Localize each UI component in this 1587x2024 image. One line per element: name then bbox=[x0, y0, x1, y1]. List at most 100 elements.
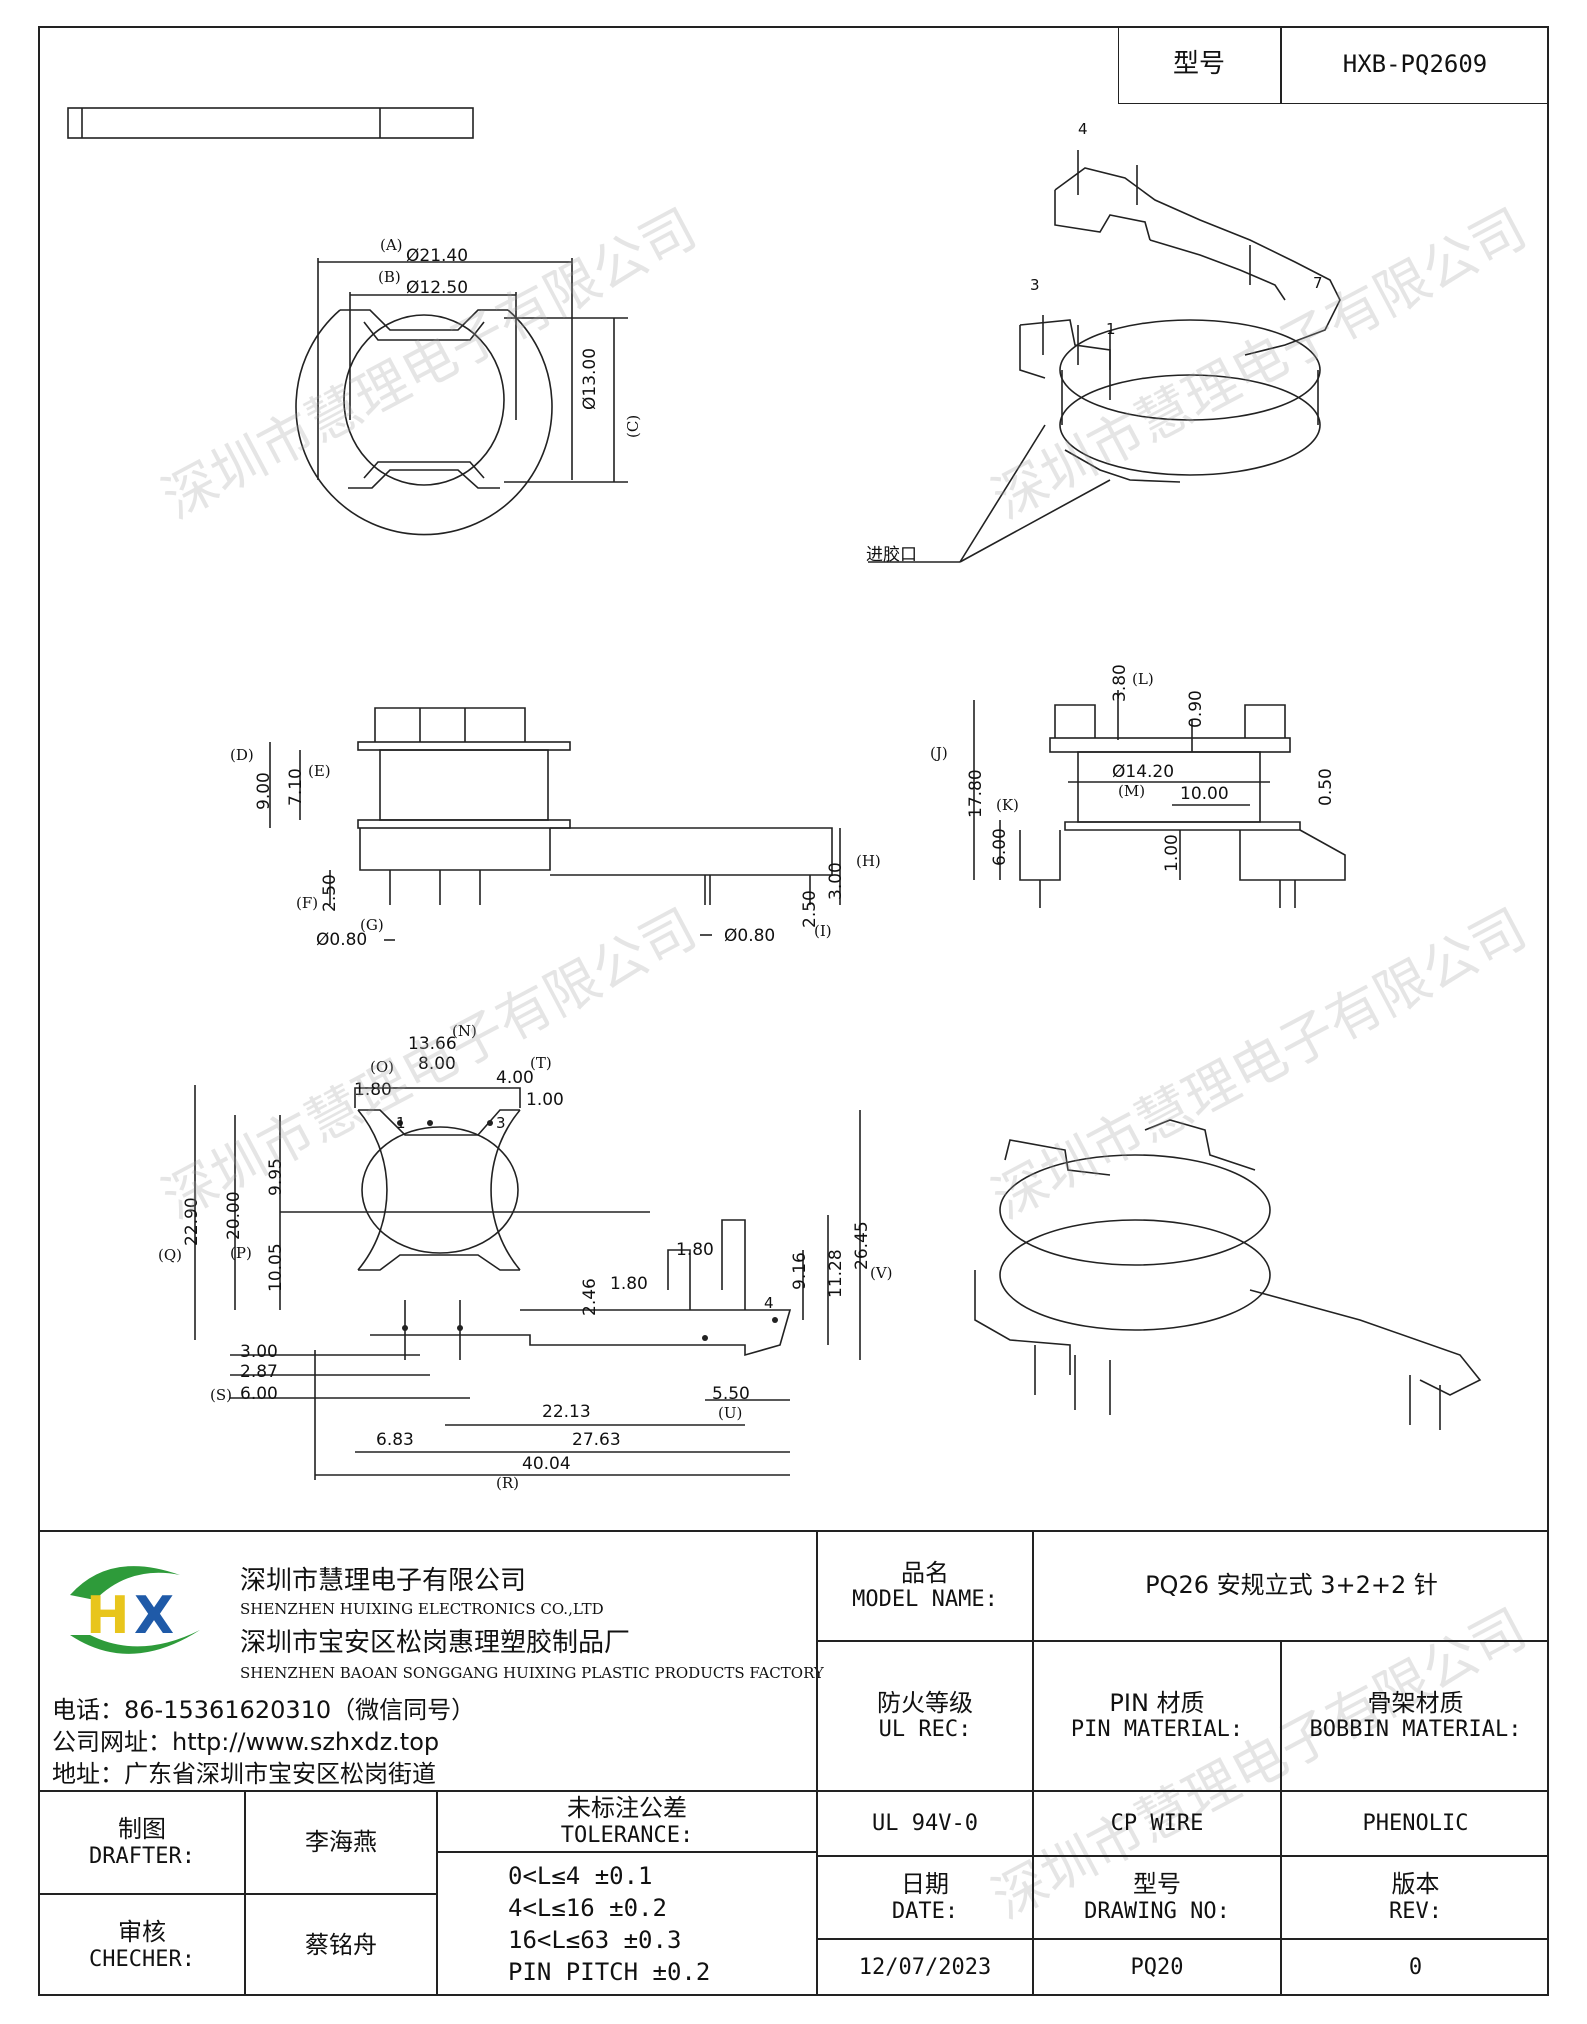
company-phone: 电话：86-15361620310（微信同号） bbox=[52, 1696, 476, 1724]
dim-n-ref: (N) bbox=[452, 1022, 477, 1040]
model-name-value: PQ26 安规立式 3+2+2 针 bbox=[1145, 1571, 1438, 1600]
grid-line bbox=[816, 1530, 818, 1996]
dim-550-value: 5.50 bbox=[712, 1384, 750, 1404]
pin-material-cn: PIN 材质 bbox=[1109, 1688, 1205, 1717]
dim-b-ref: (B) bbox=[378, 268, 401, 286]
grid-line bbox=[38, 1790, 1549, 1792]
dim-100b-value: 1.00 bbox=[526, 1090, 564, 1110]
type-box bbox=[1118, 26, 1549, 104]
iso-pin-1: 1 bbox=[1106, 320, 1116, 338]
tolerance-cn: 未标注公差 bbox=[567, 1794, 687, 1823]
dim-b-value: Ø12.50 bbox=[406, 278, 469, 298]
dim-p-value: 20.00 bbox=[224, 1191, 244, 1240]
factory-name-cn: 深圳市宝安区松岗惠理塑胶制品厂 bbox=[240, 1628, 631, 1658]
date-en: DATE: bbox=[891, 1898, 959, 1924]
dim-c-ref: (C) bbox=[624, 414, 642, 438]
dim-r-value: 40.04 bbox=[522, 1454, 571, 1474]
iso-pin-3: 3 bbox=[1030, 276, 1040, 294]
pin-diameter-value: Ø0.80 bbox=[724, 926, 776, 946]
dim-q-ref: (Q) bbox=[158, 1246, 183, 1264]
dim-995-value: 9.95 bbox=[266, 1158, 286, 1196]
dim-050-value: 0.50 bbox=[1316, 768, 1336, 806]
svg-text:X: X bbox=[134, 1586, 174, 1646]
tolerance-line: PIN PITCH ±0.2 bbox=[508, 1958, 711, 1986]
dim-r-ref: (R) bbox=[496, 1474, 519, 1492]
drafter-en: DRAFTER: bbox=[89, 1843, 195, 1869]
iso-top-bobbin bbox=[959, 150, 1341, 563]
pin-material-en: PIN MATERIAL: bbox=[1070, 1717, 1244, 1743]
dim-l-value: 3.80 bbox=[1110, 664, 1130, 702]
drawing-no-en: DRAWING NO: bbox=[1084, 1898, 1230, 1924]
pin-material-label: PIN 材质 PIN MATERIAL: bbox=[1034, 1642, 1280, 1790]
checker-cn: 审核 bbox=[118, 1918, 166, 1947]
tolerance-label: 未标注公差 TOLERANCE: bbox=[438, 1792, 816, 1851]
checker-en: CHECHER: bbox=[89, 1946, 195, 1972]
type-label: 型号 bbox=[1172, 49, 1225, 80]
ul-rec-cn: 防火等级 bbox=[877, 1688, 973, 1717]
company-name-cn: 深圳市慧理电子有限公司 bbox=[240, 1566, 527, 1596]
dim-180a-value: 1.80 bbox=[354, 1080, 392, 1100]
grid-line bbox=[816, 1938, 1549, 1940]
model-name-label: 品名 MODEL NAME: bbox=[818, 1532, 1032, 1640]
drawing-no-cn: 型号 bbox=[1133, 1870, 1181, 1899]
model-name-en: MODEL NAME: bbox=[852, 1587, 998, 1613]
dim-d-value: 9.00 bbox=[254, 772, 274, 810]
company-name-en: SHENZHEN HUIXING ELECTRONICS CO.,LTD bbox=[240, 1600, 604, 1618]
dim-683-value: 6.83 bbox=[376, 1430, 414, 1450]
dim-o-ref: (O) bbox=[370, 1058, 395, 1076]
drafter-value: 李海燕 bbox=[305, 1827, 377, 1856]
grid-line bbox=[244, 1790, 246, 1996]
dim-2763-value: 27.63 bbox=[572, 1430, 621, 1450]
iso-bottom-bobbin bbox=[974, 1119, 1482, 1430]
dim-s-value: 6.00 bbox=[240, 1384, 278, 1404]
dim-k-ref: (K) bbox=[996, 796, 1019, 814]
bottom-view bbox=[354, 1087, 792, 1360]
bobbin-material-label: 骨架材质 BOBBIN MATERIAL: bbox=[1282, 1642, 1549, 1790]
dim-2213-value: 22.13 bbox=[542, 1402, 591, 1422]
rev-value: 0 bbox=[1408, 1955, 1423, 1981]
dim-t-ref: (T) bbox=[530, 1054, 552, 1072]
dim-100-value: 1.00 bbox=[1162, 834, 1182, 872]
dim-m-value: Ø14.20 bbox=[1112, 762, 1175, 782]
dim-e-value: 7.10 bbox=[286, 768, 306, 806]
dim-g-ref: (G) bbox=[360, 916, 384, 934]
dim-h-value: 3.00 bbox=[826, 862, 846, 900]
bobbin-material-en: BOBBIN MATERIAL: bbox=[1309, 1717, 1522, 1743]
tolerance-en: TOLERANCE: bbox=[560, 1822, 694, 1848]
iso-pin-7: 7 bbox=[1313, 274, 1323, 292]
dim-s-ref: (S) bbox=[210, 1386, 232, 1404]
drafter-label: 制图 DRAFTER: bbox=[40, 1792, 244, 1893]
grid-line bbox=[38, 1893, 436, 1895]
dim-u-ref: (U) bbox=[718, 1404, 743, 1422]
dim-300-value: 3.00 bbox=[240, 1342, 278, 1362]
dim-180c-value: 1.80 bbox=[676, 1240, 714, 1260]
dim-246-value: 2.46 bbox=[580, 1278, 600, 1316]
tolerance-line: 0<L≤4 ±0.1 bbox=[508, 1862, 653, 1890]
dim-287-value: 2.87 bbox=[240, 1362, 278, 1382]
dim-o-value: 8.00 bbox=[418, 1054, 456, 1074]
dim-e-ref: (E) bbox=[308, 762, 331, 780]
title-block-top-line bbox=[38, 1530, 1549, 1532]
company-address: 地址：广东省深圳市宝安区松岗街道 bbox=[52, 1760, 436, 1788]
bottom-pin-1: 1 bbox=[396, 1114, 406, 1132]
dim-180b-value: 1.80 bbox=[610, 1274, 648, 1294]
dim-1000-value: 10.00 bbox=[1180, 784, 1229, 804]
dim-j-value: 17.80 bbox=[966, 769, 986, 818]
grid-line bbox=[1032, 1530, 1034, 1996]
dim-n-value: 13.66 bbox=[408, 1034, 457, 1054]
dim-v-ref: (V) bbox=[870, 1264, 893, 1282]
grid-line bbox=[1280, 1640, 1282, 1996]
factory-name-en: SHENZHEN BAOAN SONGGANG HUIXING PLASTIC … bbox=[240, 1664, 824, 1682]
dim-a-value: Ø21.40 bbox=[406, 246, 469, 266]
grid-line bbox=[436, 1851, 816, 1853]
svg-text:H: H bbox=[86, 1586, 130, 1646]
model-name-cn: 品名 bbox=[901, 1558, 949, 1587]
front-view bbox=[357, 707, 833, 905]
dim-d-ref: (D) bbox=[230, 746, 254, 764]
side-view bbox=[1019, 704, 1346, 908]
checker-label: 审核 CHECHER: bbox=[40, 1895, 244, 1996]
drafter-cn: 制图 bbox=[118, 1815, 166, 1844]
dim-g-value: Ø0.80 bbox=[316, 930, 368, 950]
rev-en: REV: bbox=[1389, 1898, 1442, 1924]
ul-rec-label: 防火等级 UL REC: bbox=[818, 1642, 1032, 1790]
